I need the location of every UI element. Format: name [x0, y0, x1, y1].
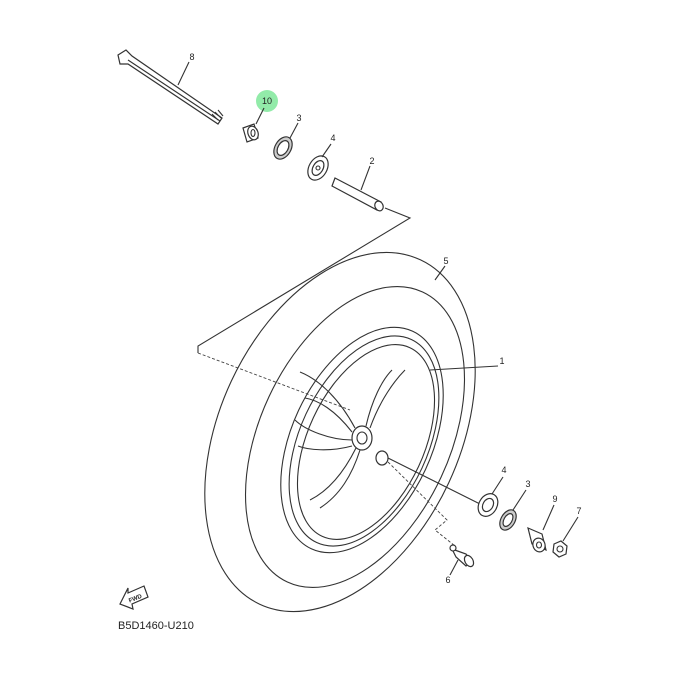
wheel-part[interactable]	[248, 302, 476, 579]
callout-8: 8	[189, 52, 194, 62]
callout-2: 2	[369, 156, 374, 166]
callout-7: 7	[576, 506, 581, 516]
callout-3-bottom: 3	[525, 479, 530, 489]
tire-part[interactable]	[151, 209, 529, 655]
collar-top-part[interactable]	[242, 123, 260, 143]
callout-6: 6	[445, 575, 450, 585]
callout-4-bottom: 4	[501, 465, 506, 475]
callout-5: 5	[443, 256, 448, 266]
valve-part[interactable]	[449, 544, 475, 568]
bearing-bottom-part[interactable]	[474, 490, 502, 520]
callout-9: 9	[552, 494, 557, 504]
callout-1: 1	[499, 356, 504, 366]
nut-part[interactable]	[552, 540, 568, 558]
callout-3-top: 3	[296, 113, 301, 123]
spacer-part[interactable]	[331, 177, 385, 212]
fwd-arrow-icon: FWD	[119, 585, 149, 610]
oil-seal-top-part[interactable]	[270, 134, 296, 163]
diagram-code: B5D1460-U210	[118, 620, 194, 632]
highlight-marker	[256, 90, 278, 112]
callout-4-top: 4	[330, 133, 335, 143]
axle-part[interactable]	[117, 49, 224, 125]
bearing-top-part[interactable]	[304, 152, 333, 184]
collar-bottom-part[interactable]	[527, 526, 547, 554]
oil-seal-bottom-part[interactable]	[496, 507, 519, 533]
callout-10: 10	[262, 96, 272, 106]
fwd-label: FWD	[128, 593, 144, 604]
